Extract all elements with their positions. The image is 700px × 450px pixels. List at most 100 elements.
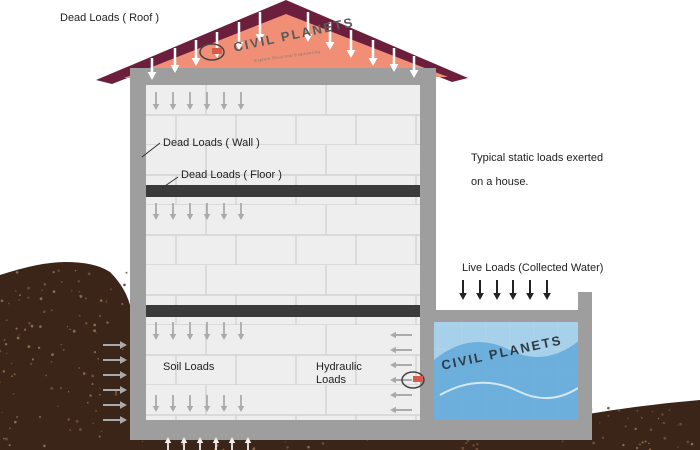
roof-fill — [124, 14, 448, 78]
soil-speck — [635, 446, 639, 450]
floor-load-arrow — [152, 203, 160, 220]
soil-speck — [663, 436, 667, 440]
floor-load-arrow — [237, 395, 245, 412]
uplift-load-arrow — [180, 437, 188, 450]
soil-speck — [4, 343, 8, 346]
roof-load-arrow — [234, 22, 244, 50]
roof-load-arrow — [389, 48, 399, 72]
soil-speck — [641, 441, 644, 444]
soil-speck — [91, 374, 95, 378]
soil-speck — [122, 348, 124, 351]
soil-speck — [39, 325, 42, 328]
soil-speck — [28, 322, 31, 325]
soil-speck — [99, 393, 101, 396]
label-dead-loads-roof: Dead Loads ( Roof ) — [60, 12, 160, 24]
soil-speck — [284, 441, 286, 443]
floor-load-arrow — [237, 92, 245, 110]
soil-speck — [66, 326, 69, 328]
soil-speck — [0, 381, 1, 383]
soil-speck — [27, 345, 31, 348]
soil-speck — [601, 436, 605, 439]
hydraulic-load-arrow — [390, 361, 412, 369]
floor-load-arrow — [186, 322, 194, 340]
floor-load-arrow — [203, 203, 211, 220]
soil-speck — [12, 392, 15, 395]
soil-speck — [115, 391, 117, 393]
soil-speck — [686, 440, 690, 444]
floor-load-arrow — [220, 203, 228, 220]
soil-speck — [6, 352, 8, 354]
soil-speck — [662, 421, 666, 425]
live-load-arrow — [476, 280, 484, 300]
roof-load-arrow — [409, 56, 419, 78]
soil-speck — [27, 296, 30, 299]
soil-speck — [15, 415, 19, 419]
soil-speck — [15, 271, 19, 274]
soil-speck — [67, 391, 70, 393]
soil-speck — [74, 269, 77, 272]
soil-speck — [98, 435, 101, 438]
soil-speck — [41, 289, 43, 292]
live-load-arrow — [459, 280, 467, 300]
floor-load-arrow — [169, 395, 177, 412]
hydraulic-load-arrow — [390, 391, 412, 399]
soil-speck — [87, 401, 89, 404]
soil-speck — [114, 393, 118, 396]
soil-speck — [3, 339, 6, 341]
soil-speck — [125, 271, 128, 274]
soil-speck — [599, 422, 601, 424]
soil-speck — [649, 428, 653, 432]
soil-speck — [648, 442, 650, 445]
soil-speck — [14, 420, 17, 424]
soil-speck — [121, 303, 124, 305]
soil-speck — [85, 322, 88, 325]
soil-speck — [5, 319, 8, 322]
soil-speck — [2, 370, 5, 373]
soil-speck — [57, 269, 60, 272]
diagram-caption: Typical static loads exerted on a house. — [471, 146, 671, 194]
soil-speck — [661, 413, 664, 416]
soil-speck — [638, 443, 641, 446]
soil-speck — [95, 332, 97, 334]
floor-leader-line — [161, 176, 179, 189]
soil-speck — [617, 409, 621, 412]
soil-speck — [59, 387, 63, 390]
soil-speck — [52, 290, 56, 293]
hydraulic-load-arrow — [390, 346, 412, 354]
soil-speck — [24, 328, 27, 331]
soil-speck — [622, 443, 625, 447]
soil-speck — [75, 419, 79, 423]
soil-speck — [98, 314, 102, 318]
soil-speck — [51, 353, 54, 356]
floor-slab-lower — [146, 305, 420, 317]
soil-speck — [60, 344, 62, 346]
label-live-loads: Live Loads (Collected Water) — [462, 262, 604, 274]
soil-speck — [78, 295, 80, 297]
soil-speck — [31, 358, 34, 361]
soil-speck — [79, 295, 83, 298]
soil-speck — [72, 329, 76, 333]
soil-speck — [50, 360, 53, 363]
floor-load-arrow — [169, 203, 177, 220]
soil-mound — [0, 262, 130, 450]
soil-speck — [677, 446, 679, 448]
soil-speck — [57, 405, 59, 407]
hydraulic-load-arrow — [390, 376, 412, 384]
soil-speck — [181, 443, 184, 446]
soil-speck — [87, 272, 91, 276]
soil-speck — [19, 294, 21, 297]
soil-speck — [99, 299, 103, 302]
soil-speck — [627, 417, 629, 420]
soil-speck — [93, 351, 96, 354]
soil-speck — [607, 406, 610, 410]
live-load-arrow — [543, 280, 551, 300]
soil-speck — [18, 299, 20, 301]
soil-speck — [93, 323, 97, 327]
soil-speck — [106, 321, 109, 324]
roof-load-arrow — [303, 12, 313, 42]
soil-speck — [37, 346, 41, 349]
soil-speck — [71, 290, 73, 292]
soil-speck — [592, 441, 596, 445]
roof-load-arrow — [170, 48, 180, 73]
